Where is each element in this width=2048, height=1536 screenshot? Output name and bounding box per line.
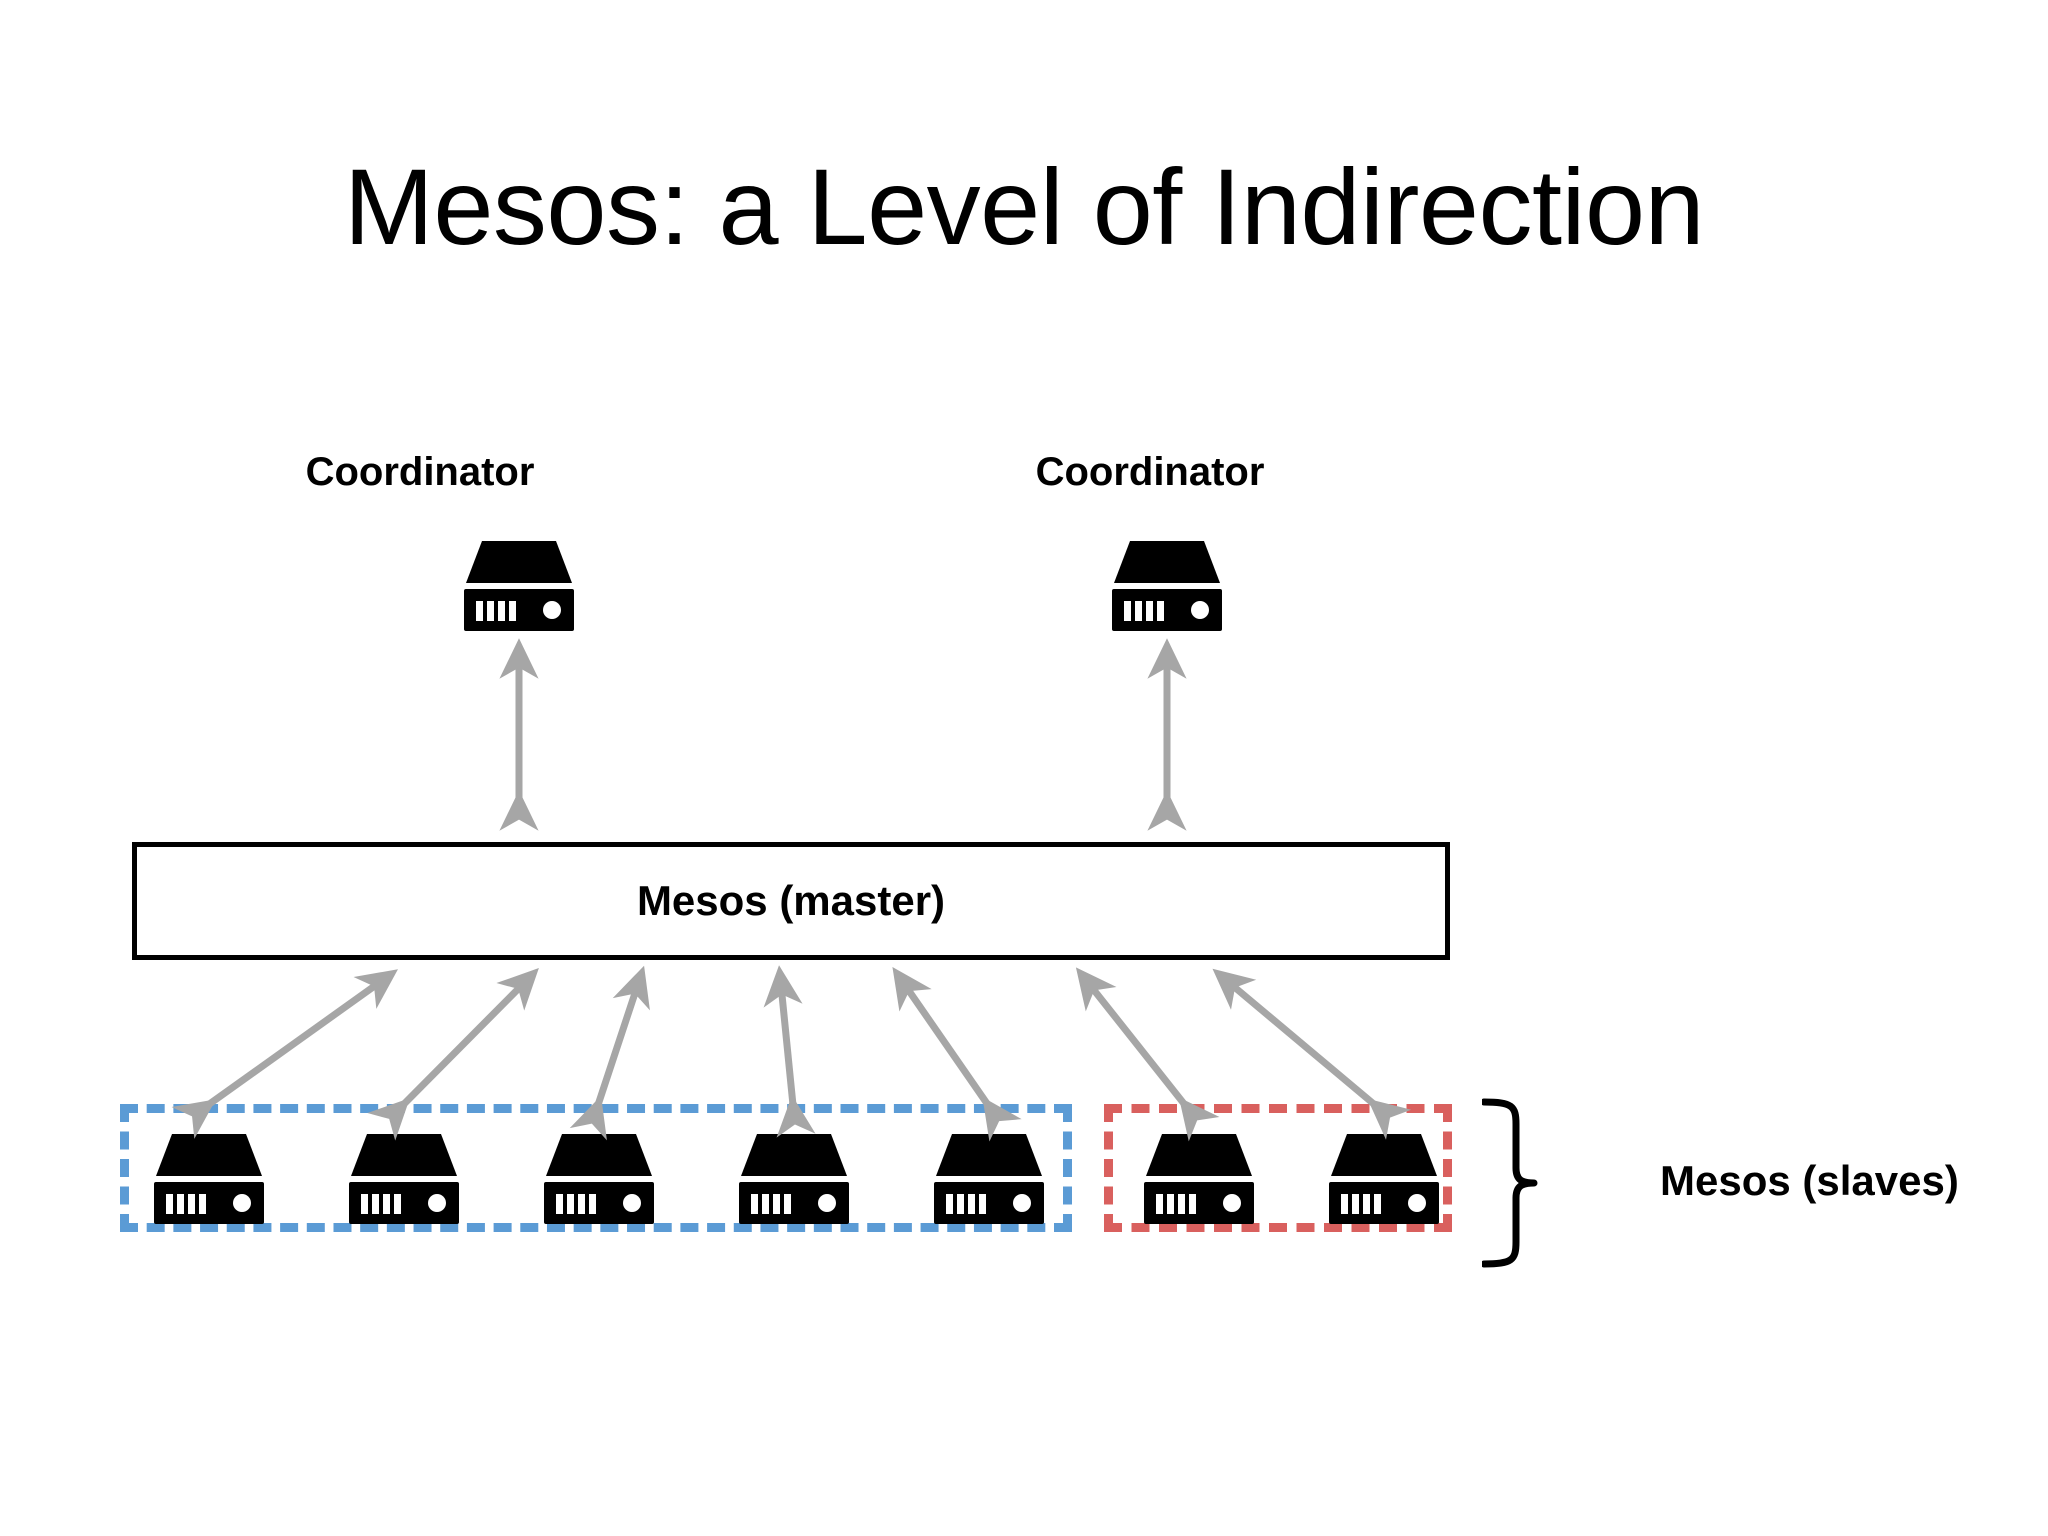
curly-brace-icon	[1482, 1098, 1544, 1268]
page-title: Mesos: a Level of Indirection	[343, 146, 1705, 267]
coordinator-label-0: Coordinator	[305, 450, 535, 494]
coordinator-master-arrows	[499, 638, 1187, 831]
arrow-master-slave-0	[171, 969, 398, 1139]
server-icon	[1108, 535, 1226, 635]
mesos-slaves-label: Mesos (slaves)	[1660, 1157, 1959, 1204]
arrow-master-slave-1	[367, 968, 539, 1141]
server-icon	[150, 1128, 268, 1228]
master-slave-arrows	[171, 965, 1412, 1142]
mesos-master-label: Mesos (master)	[636, 877, 946, 924]
arrow-master-slave-3	[763, 965, 816, 1138]
arrow-master-slave-2	[569, 965, 650, 1141]
server-icon	[460, 535, 578, 635]
server-icon	[930, 1128, 1048, 1228]
server-icon	[540, 1128, 658, 1228]
server-icon	[1325, 1128, 1443, 1228]
mesos-master-box: Mesos (master)	[132, 842, 1450, 960]
server-icon	[1140, 1128, 1258, 1228]
arrow-master-slave-5	[1075, 967, 1220, 1142]
arrow-master-slave-4	[892, 966, 1022, 1142]
server-icon	[735, 1128, 853, 1228]
coordinator-label-1: Coordinator	[1035, 450, 1265, 494]
arrow-master-slave-6	[1212, 968, 1412, 1140]
server-icon	[345, 1128, 463, 1228]
